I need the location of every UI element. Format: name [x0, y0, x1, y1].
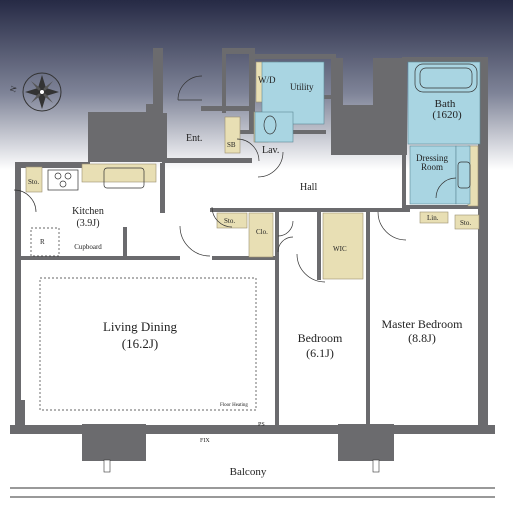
wd-label: W/D — [258, 75, 276, 85]
room-labels: W/D Utility Bath (1620) Ent. SB Lav. Dre… — [28, 75, 471, 478]
dressing-label: Dressing — [416, 153, 448, 163]
kitchen-label: Kitchen — [72, 206, 104, 217]
kitchen-size-label: (3.9J) — [76, 218, 99, 229]
cupboard-label: Cupboard — [74, 243, 102, 251]
balcony-label: Balcony — [230, 466, 267, 478]
exterior-walls — [10, 48, 495, 461]
lin-label: Lin. — [427, 214, 439, 222]
fix-label: FIX — [200, 438, 210, 444]
refrigerator-label: R — [40, 238, 45, 246]
balcony — [10, 459, 495, 498]
lav-label: Lav. — [262, 145, 279, 156]
compass-icon — [22, 72, 62, 112]
living-label: Living Dining — [103, 319, 178, 334]
sto-right-label: Sto. — [460, 219, 471, 227]
utility-label: Utility — [290, 82, 314, 92]
clo-label: Clo. — [256, 228, 268, 236]
wic-label: WIC — [333, 245, 347, 253]
sto-mid-label: Sto. — [224, 217, 235, 225]
floor-heating-label: Floor Heating — [220, 403, 248, 408]
dressing-room-label: Room — [421, 162, 443, 172]
ps-label: PS — [258, 422, 265, 428]
master-bedroom-label: Master Bedroom — [382, 317, 464, 331]
bath-size-label: (1620) — [432, 109, 462, 121]
sto-left-label: Sto. — [28, 178, 39, 186]
bedroom-size-label: (6.1J) — [306, 346, 334, 360]
compass-north-label: N — [8, 85, 19, 94]
bedroom-label: Bedroom — [298, 331, 343, 345]
ent-label: Ent. — [186, 133, 202, 144]
master-bedroom-size-label: (8.8J) — [408, 331, 436, 345]
hall-label: Hall — [300, 182, 317, 193]
wet-areas — [254, 61, 481, 205]
door-swings — [13, 75, 457, 283]
bath-label: Bath — [435, 98, 456, 110]
sb-label: SB — [227, 141, 236, 149]
fixtures — [30, 63, 478, 411]
living-size-label: (16.2J) — [122, 336, 158, 351]
